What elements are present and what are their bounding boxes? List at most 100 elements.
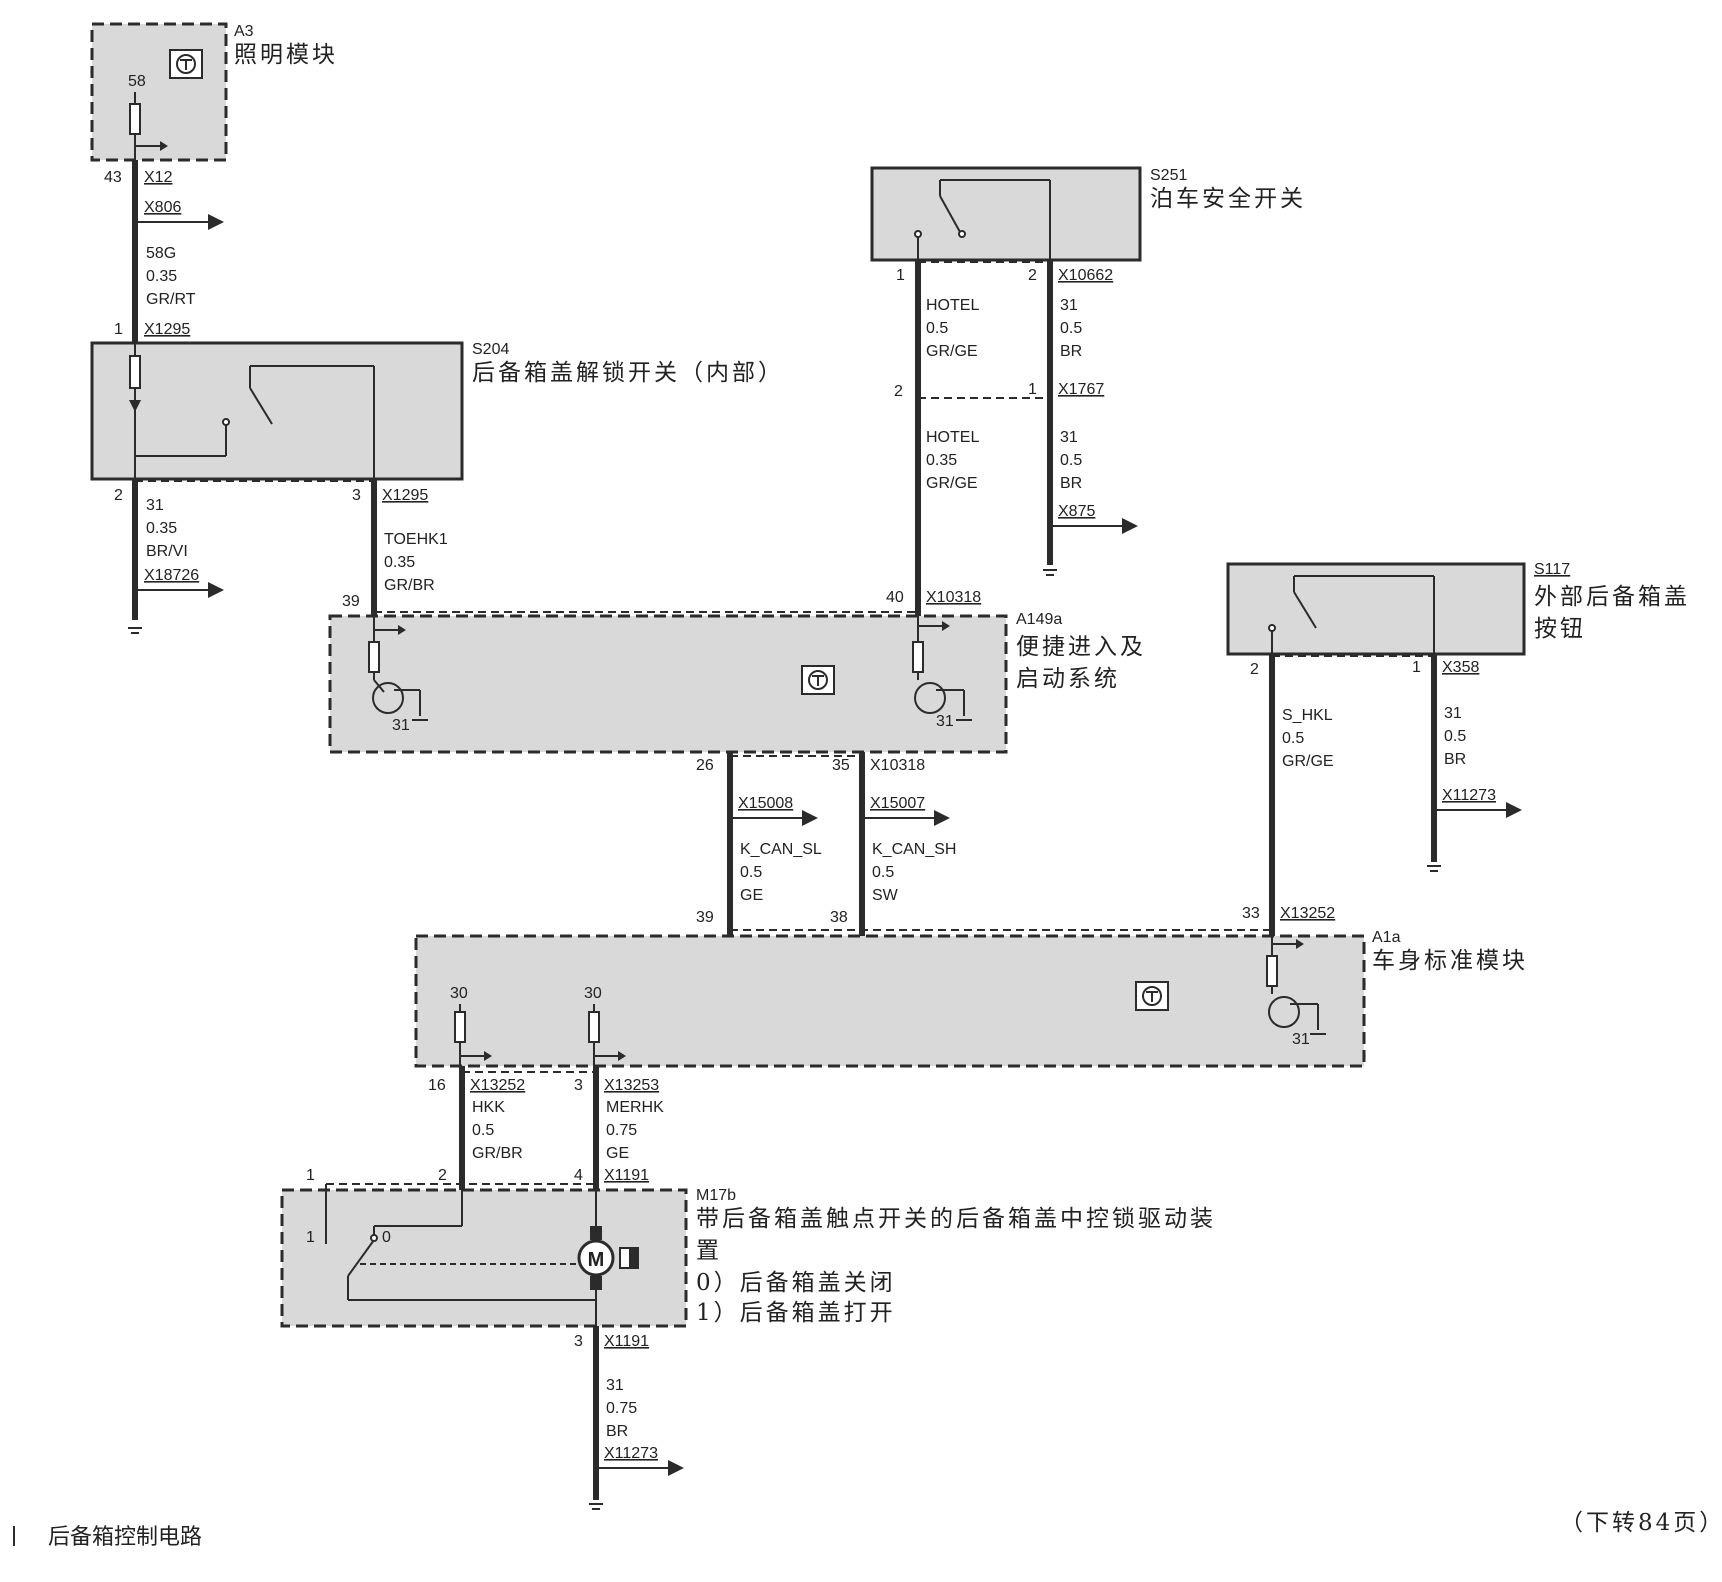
wire-spec-line: 0.35 <box>926 452 957 469</box>
pin-label: 39 <box>696 909 714 926</box>
wire-spec-line: MERHK <box>606 1099 664 1116</box>
wire-spec-31-brvi: 31 0.35 BR/VI <box>146 497 188 560</box>
control-unit-icon <box>1135 981 1169 1011</box>
s251-switch <box>914 179 1051 260</box>
a3-name: 照明模块 <box>234 42 338 68</box>
wire-spec-line: K_CAN_SL <box>740 841 822 858</box>
wire-spec-line: BR <box>1060 475 1082 492</box>
pin-label: 2 <box>438 1167 447 1184</box>
pin-label: 2 <box>1028 267 1037 284</box>
pin-label: 1 <box>306 1167 315 1184</box>
wire-spec-line: 31 <box>606 1377 624 1394</box>
wire-spec-line: BR <box>1060 343 1082 360</box>
svg-text:M: M <box>588 1249 605 1271</box>
pin-label: 40 <box>886 589 904 606</box>
wire-spec-31-br-1: 31 0.5 BR <box>1060 297 1082 360</box>
connector-label: X11273 <box>604 1445 658 1462</box>
wire-spec-hkk: HKK 0.5 GR/BR <box>472 1099 523 1162</box>
motor-icon: M <box>577 1239 615 1277</box>
module-m17b-box <box>280 1188 688 1328</box>
s117-name-2: 按钮 <box>1534 616 1586 642</box>
pin-label: 26 <box>696 757 714 774</box>
connector-label: X11273 <box>1442 787 1496 804</box>
pin-label: 1 <box>1028 381 1037 398</box>
wires <box>132 160 1437 1500</box>
arrow-x875 <box>1050 518 1138 534</box>
diagram-caption: 后备箱控制电路 <box>48 1525 202 1550</box>
pin-label: 1 <box>1412 659 1421 676</box>
connector-label: X18726 <box>144 567 199 584</box>
m17b-internal: M <box>325 1184 639 1326</box>
page-continuation-note: （下转84页） <box>1560 1510 1722 1536</box>
arrow-x15007 <box>862 810 950 826</box>
wire-spec-line: S_HKL <box>1282 707 1333 724</box>
connector-label: X13253 <box>604 1077 659 1094</box>
wire-spec-line: 0.5 <box>740 864 762 881</box>
connector-label: X10318 <box>870 757 925 774</box>
pin-label: 38 <box>830 909 848 926</box>
wire-spec-31-br-4: 31 0.75 BR <box>606 1377 637 1440</box>
wire-spec-hotel-1: HOTEL 0.5 GR/GE <box>926 297 979 360</box>
arrow-x806 <box>135 214 224 230</box>
pin-label: 2 <box>114 487 123 504</box>
connector-label: X13252 <box>470 1077 525 1094</box>
wire-spec-31-br-2: 31 0.5 BR <box>1060 429 1082 492</box>
pin-label: 3 <box>352 487 361 504</box>
m17b-state-0: 0）后备箱盖关闭 <box>696 1270 896 1296</box>
connector-label: X806 <box>144 199 181 216</box>
pin-label: 33 <box>1242 905 1260 922</box>
connector-label: X1191 <box>604 1333 649 1350</box>
control-unit-icon <box>801 665 835 695</box>
s251-name: 泊车安全开关 <box>1150 186 1306 212</box>
pin-label: 2 <box>1250 661 1259 678</box>
wire-spec-line: 0.5 <box>1444 728 1466 745</box>
wire-spec-line: BR/VI <box>146 543 188 560</box>
module-a149a-box <box>328 614 1008 754</box>
arrow-x11273a <box>1434 802 1522 818</box>
wire-spec-line: GR/BR <box>384 577 435 594</box>
wire-spec-line: GR/BR <box>472 1145 523 1162</box>
wire-spec-line: 31 <box>146 497 164 514</box>
pin-label: 3 <box>574 1077 583 1094</box>
wire-spec-k-can-sl: K_CAN_SL 0.5 GE <box>740 841 822 904</box>
pin-label: 31 <box>1292 1031 1310 1048</box>
wire-spec-line: HOTEL <box>926 297 979 314</box>
pin-label: 1 <box>306 1229 315 1246</box>
connector-label: X875 <box>1058 503 1095 520</box>
wire-spec-line: GR/GE <box>926 475 978 492</box>
wire-spec-line: GR/GE <box>926 343 978 360</box>
pin-label: 0 <box>382 1229 391 1246</box>
wire-spec-line: TOEHK1 <box>384 531 448 548</box>
module-s251-box <box>870 166 1142 262</box>
connector-label: X1295 <box>144 321 190 338</box>
connector-label: X1295 <box>382 487 428 504</box>
control-unit-icon <box>169 49 203 79</box>
s117-name-1: 外部后备箱盖 <box>1534 584 1690 610</box>
wire-spec-k-can-sh: K_CAN_SH 0.5 SW <box>872 841 956 904</box>
wire-spec-line: HKK <box>472 1099 505 1116</box>
wire-spec-line: 0.5 <box>926 320 948 337</box>
arrow-x15008 <box>730 810 818 826</box>
a1a-internal <box>454 936 1326 1066</box>
wire-spec-line: 0.5 <box>1060 320 1082 337</box>
connector-label: X1767 <box>1058 381 1104 398</box>
wire-spec-line: 31 <box>1444 705 1462 722</box>
wire-spec-line: 31 <box>1060 297 1078 314</box>
wire-spec-line: SW <box>872 887 899 904</box>
connector-label: X15007 <box>870 795 925 812</box>
a3-internal <box>129 49 203 160</box>
a149a-id: A149a <box>1016 611 1062 628</box>
pin-label: 39 <box>342 593 360 610</box>
m17b-name-2: 置 <box>696 1238 722 1264</box>
pin-label: 16 <box>428 1077 446 1094</box>
a1a-name: 车身标准模块 <box>1372 948 1528 974</box>
pin-label: 3 <box>574 1333 583 1350</box>
pin-label: 31 <box>936 713 954 730</box>
wire-spec-line: 58G <box>146 245 176 262</box>
a3-id: A3 <box>234 23 254 40</box>
s204-name: 后备箱盖解锁开关（内部） <box>472 360 784 386</box>
s251-id: S251 <box>1150 167 1187 184</box>
s117-id: S117 <box>1534 561 1570 578</box>
pin-label: 30 <box>450 985 468 1002</box>
